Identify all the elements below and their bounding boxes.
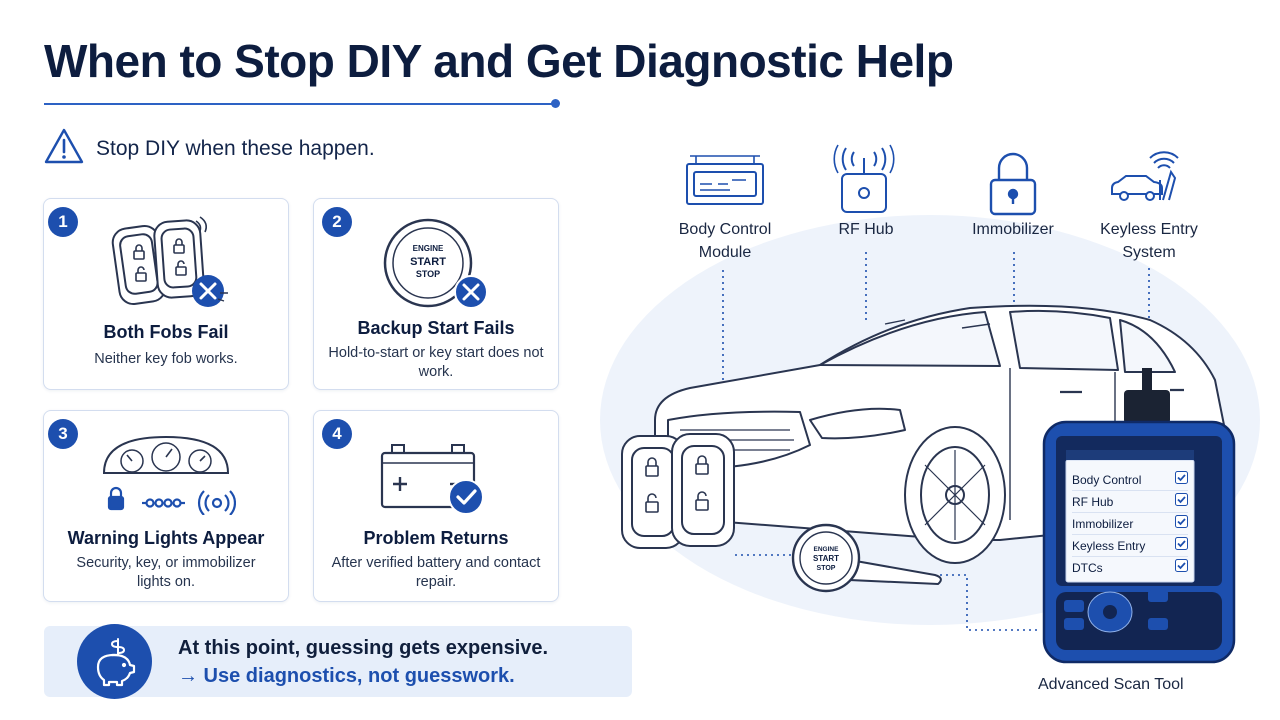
start-button-text-1: ENGINE [413, 244, 444, 253]
card-title: Problem Returns [363, 528, 509, 548]
scan-tool-item-label: RF Hub [1072, 494, 1114, 509]
card-title: Warning Lights Appear [67, 528, 265, 548]
scan-tool-item-label: Immobilizer [1072, 516, 1134, 531]
card-desc: Security, key, or immobilizer lights on. [76, 555, 256, 590]
system-label-keyless-entry: Keyless Entry System [1100, 221, 1198, 261]
engine-button-text-1: ENGINE [814, 546, 840, 553]
step-badge: 2 [322, 207, 352, 237]
system-label-body-control: Body Control Module [678, 221, 772, 261]
callout-banner: At this point, guessing gets expensive. … [44, 624, 632, 699]
scan-tool-item: Body Control [1072, 469, 1188, 491]
card-problem-returns: 4 Problem Returns After verified battery… [313, 410, 559, 602]
module-box-icon [686, 155, 764, 205]
two-key-fobs-x-icon [44, 213, 288, 313]
scan-tool-item-label: Keyless Entry [1072, 538, 1146, 553]
card-title: Backup Start Fails [357, 318, 515, 338]
checkbox-checked-icon [1175, 470, 1188, 489]
card-title: Both Fobs Fail [103, 322, 229, 342]
engine-button-text-3: STOP [817, 565, 836, 572]
key-fobs-illustration [621, 433, 735, 549]
card-desc: Hold-to-start or key start does not work… [328, 345, 544, 380]
checkbox-checked-icon [1175, 514, 1188, 533]
checkbox-checked-icon [1175, 558, 1188, 577]
card-both-fobs-fail: 1 Both Fobs Fail Neither key fob works. [43, 198, 289, 390]
page-title: When to Stop DIY and Get Diagnostic Help [44, 35, 954, 87]
scan-tool-item: RF Hub [1072, 491, 1188, 513]
card-desc: Neither key fob works. [94, 351, 238, 367]
scan-tool-label: Advanced Scan Tool [1038, 676, 1184, 693]
intro: Stop DIY when these happen. [44, 128, 375, 169]
piggy-bank-dollar-icon [77, 624, 152, 699]
step-badge: 4 [322, 419, 352, 449]
start-button-x-icon: ENGINE START STOP [314, 213, 558, 313]
car-signal-icon [1111, 151, 1179, 201]
card-warning-lights: 3 Warning Lights Appear Security, key, o… [43, 410, 289, 602]
start-button-key-illustration: ENGINE START STOP [791, 523, 942, 593]
title-underline-dot [551, 99, 560, 108]
start-button-text-2: START [410, 256, 446, 268]
card-desc: After verified battery and contact repai… [331, 555, 541, 590]
checkbox-checked-icon [1175, 492, 1188, 511]
scan-tool-item-label: DTCs [1072, 560, 1103, 575]
scan-tool-screen-list: Body Control RF Hub Immobilizer Keyless … [1072, 469, 1188, 578]
padlock-icon [989, 152, 1037, 216]
scan-tool-item: Keyless Entry [1072, 535, 1188, 557]
checkbox-checked-icon [1175, 536, 1188, 555]
engine-button-text-2: START [813, 554, 839, 563]
scan-tool-item: DTCs [1072, 557, 1188, 578]
system-label-rf-hub: RF Hub [838, 221, 894, 238]
dashboard-warning-icon [44, 425, 288, 515]
callout-line-2: → Use diagnostics, not guesswork. [178, 665, 515, 687]
intro-text: Stop DIY when these happen. [96, 136, 375, 160]
step-badge: 3 [48, 419, 78, 449]
scan-tool-item-label: Body Control [1072, 472, 1142, 487]
battery-check-icon [314, 429, 558, 519]
title-underline [44, 103, 554, 105]
system-label-immobilizer: Immobilizer [972, 221, 1054, 238]
callout-line-1: At this point, guessing gets expensive. [178, 637, 549, 659]
warning-triangle-icon [44, 128, 84, 169]
step-badge: 1 [48, 207, 78, 237]
start-button-text-3: STOP [416, 269, 440, 279]
diagnostic-illustration: ENGINE START STOP [600, 144, 1260, 664]
card-backup-start-fails: 2 ENGINE START STOP Backup Start Fails H… [313, 198, 559, 390]
scan-tool-item: Immobilizer [1072, 513, 1188, 535]
rf-hub-icon [833, 144, 895, 213]
